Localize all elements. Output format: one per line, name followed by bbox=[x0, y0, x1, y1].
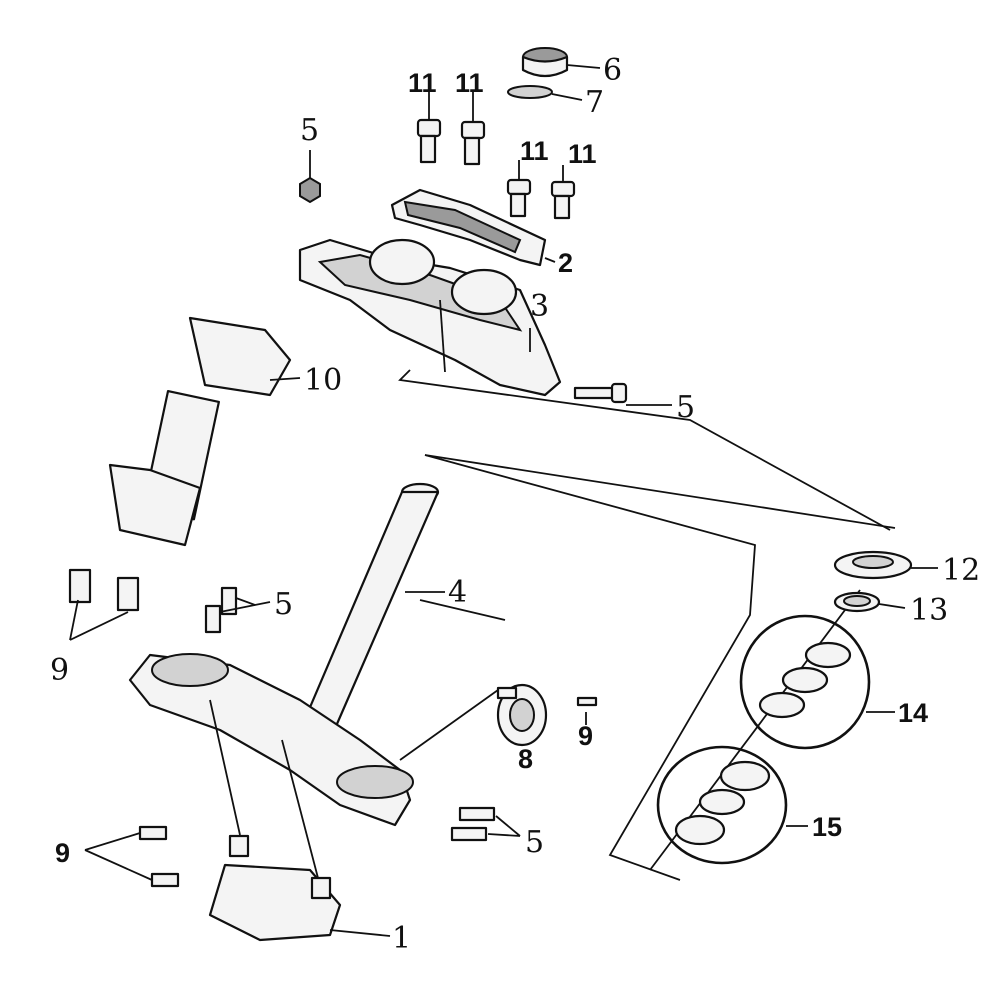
callout-1: 1 bbox=[392, 921, 411, 956]
lower-bearing-set bbox=[656, 745, 788, 865]
callout-11-c: 11 bbox=[520, 136, 549, 166]
bolt-5-right bbox=[573, 382, 628, 404]
callout-14: 14 bbox=[898, 698, 928, 728]
skid-leader-right bbox=[281, 739, 319, 879]
callout-2: 2 bbox=[558, 248, 573, 278]
callout-13: 13 bbox=[910, 593, 948, 628]
bolt-11-d bbox=[550, 180, 576, 220]
callout-4: 4 bbox=[448, 575, 467, 610]
callout-11-d: 11 bbox=[568, 139, 597, 169]
stem-top-guide-line bbox=[424, 454, 896, 529]
callout-leaders bbox=[69, 64, 938, 937]
steering-stem bbox=[294, 482, 440, 742]
callout-5-top: 5 bbox=[300, 113, 319, 148]
callout-labels: 11 11 11 11 6 7 5 2 3 5 10 4 5 9 9 8 9 5… bbox=[50, 53, 980, 956]
steering-nut bbox=[521, 47, 569, 78]
horn bbox=[496, 683, 548, 747]
callout-3: 3 bbox=[530, 289, 549, 324]
callout-5-mid: 5 bbox=[274, 587, 293, 622]
nut-5-top bbox=[299, 176, 321, 204]
skid-leader-left bbox=[209, 699, 241, 836]
skid-plate bbox=[208, 699, 342, 942]
callout-9-bottom: 9 bbox=[55, 838, 70, 868]
lower-clamp-boss-right bbox=[336, 765, 414, 799]
skid-plate-tab-left bbox=[228, 834, 250, 858]
bolt-11-a bbox=[416, 118, 442, 164]
bracket-bolt-right bbox=[116, 576, 140, 612]
lower-bolt-b bbox=[204, 604, 222, 634]
bolt-11-b bbox=[460, 120, 486, 166]
upper-bearing-highlight-circle bbox=[739, 614, 871, 750]
lower-bearing-highlight-circle bbox=[656, 745, 788, 865]
skid-plate-tab-right bbox=[310, 876, 332, 900]
bolt-11-c bbox=[506, 178, 532, 218]
callout-11-b: 11 bbox=[455, 68, 484, 98]
bracket-base bbox=[108, 463, 202, 547]
stem-bearing-guide-line bbox=[424, 454, 756, 881]
horn-screw bbox=[576, 696, 598, 707]
bracket-bolt-left bbox=[68, 568, 92, 604]
callout-5-right: 5 bbox=[676, 390, 695, 425]
bolts-9-bottom-left bbox=[138, 825, 180, 888]
callout-11-a: 11 bbox=[408, 68, 437, 98]
callout-5-bottom: 5 bbox=[525, 825, 544, 860]
callout-10: 10 bbox=[304, 363, 342, 398]
callout-15: 15 bbox=[812, 812, 842, 842]
upper-clamp-boss-left bbox=[368, 238, 436, 286]
upper-triple-clamp bbox=[298, 188, 562, 397]
upper-bearing-set bbox=[739, 614, 871, 750]
dust-seal bbox=[833, 591, 881, 613]
top-bearing-race bbox=[833, 550, 913, 580]
bracket-top bbox=[188, 316, 292, 397]
handlebar-clamp-cap-shade bbox=[403, 200, 522, 254]
callout-12: 12 bbox=[942, 553, 980, 588]
lock-washer bbox=[507, 85, 553, 99]
callout-8: 8 bbox=[518, 744, 533, 774]
lower-triple-clamp bbox=[128, 586, 414, 827]
bolts-5-bottom bbox=[450, 806, 496, 842]
upper-clamp-stub bbox=[439, 299, 446, 373]
callout-9-left: 9 bbox=[50, 653, 69, 688]
callout-9-mid: 9 bbox=[578, 721, 593, 751]
callout-7: 7 bbox=[585, 85, 604, 120]
callout-6: 6 bbox=[603, 53, 622, 88]
stem-ref-line bbox=[419, 599, 506, 621]
upper-assembly-line bbox=[398, 369, 891, 531]
upper-clamp-boss-right bbox=[450, 268, 518, 316]
lower-clamp-boss-left bbox=[151, 653, 229, 687]
fork-tube-bracket bbox=[68, 316, 292, 612]
lower-bolt-a bbox=[220, 586, 238, 616]
assembly-guide-lines bbox=[398, 369, 896, 881]
